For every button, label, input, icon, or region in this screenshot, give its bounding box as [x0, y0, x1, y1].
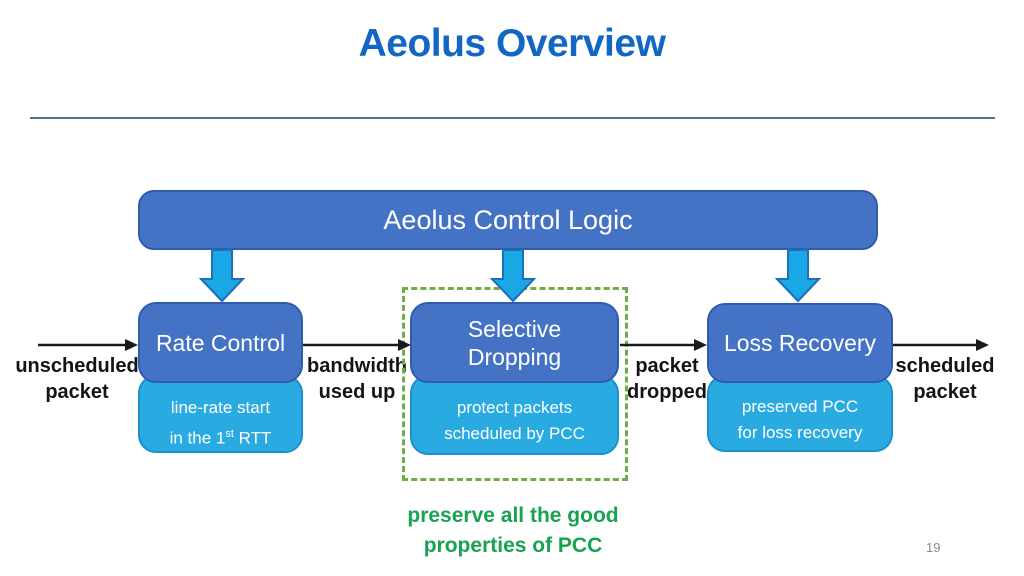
- control-logic-label: Aeolus Control Logic: [383, 204, 633, 235]
- highlight-note-line: properties of PCC: [423, 534, 603, 557]
- flow-label-line: packet: [913, 381, 977, 403]
- module-caption-line: protect packets: [456, 398, 573, 417]
- module-caption-box: preserved PCC for loss recovery: [707, 375, 893, 452]
- slide-title: Aeolus Overview: [358, 22, 666, 65]
- flow-label-scheduled-packet: scheduled packet: [892, 353, 998, 405]
- flow-arrow-icon: [303, 338, 411, 352]
- module-title-line: Dropping: [467, 343, 562, 370]
- module-caption-line: for loss recovery: [737, 423, 863, 442]
- flow-label-line: used up: [318, 381, 396, 403]
- flow-label-packet-dropped: packet dropped: [622, 353, 712, 405]
- module-caption-line: line-rate start: [170, 398, 271, 417]
- module-title-box: Selective Dropping: [410, 302, 619, 383]
- flow-label-line: dropped: [627, 381, 707, 403]
- flow-arrow-icon: [620, 338, 707, 352]
- module-title-line: Selective: [467, 315, 562, 342]
- module-caption-box: line-rate start in the 1st RTT: [138, 375, 303, 453]
- flow-label-line: unscheduled: [15, 355, 139, 377]
- flow-label-line: packet: [45, 381, 109, 403]
- flow-arrow-icon: [38, 338, 138, 352]
- down-arrow-icon: [489, 249, 537, 303]
- title-divider: [30, 117, 995, 119]
- module-selective-dropping: Selective Dropping protect packets sched…: [410, 302, 619, 455]
- flow-label-unscheduled-packet: unscheduled packet: [6, 353, 148, 405]
- flow-label-bandwidth-used-up: bandwidth used up: [302, 353, 412, 405]
- module-title: Loss Recovery: [723, 330, 877, 356]
- highlight-note: preserve all the good properties of PCC: [363, 501, 663, 561]
- flow-label-line: packet: [635, 355, 699, 377]
- module-caption-box: protect packets scheduled by PCC: [410, 375, 619, 455]
- flow-label-line: scheduled: [895, 355, 995, 377]
- module-title-box: Rate Control: [138, 302, 303, 383]
- module-loss-recovery: Loss Recovery preserved PCC for loss rec…: [707, 303, 893, 452]
- module-title-box: Loss Recovery: [707, 303, 893, 383]
- flow-label-line: bandwidth: [307, 355, 407, 377]
- down-arrow-icon: [198, 249, 246, 303]
- flow-arrow-icon: [893, 338, 989, 352]
- module-caption-line: in the 1st RTT: [169, 428, 272, 448]
- down-arrow-icon: [774, 249, 822, 303]
- module-rate-control: Rate Control line-rate start in the 1st …: [138, 302, 303, 453]
- page-number: 19: [926, 540, 941, 555]
- module-title: Rate Control: [155, 329, 286, 356]
- module-caption-line: scheduled by PCC: [444, 424, 585, 443]
- control-logic-box: Aeolus Control Logic: [138, 190, 878, 250]
- highlight-note-line: preserve all the good: [407, 504, 619, 527]
- module-caption-line: preserved PCC: [741, 397, 859, 416]
